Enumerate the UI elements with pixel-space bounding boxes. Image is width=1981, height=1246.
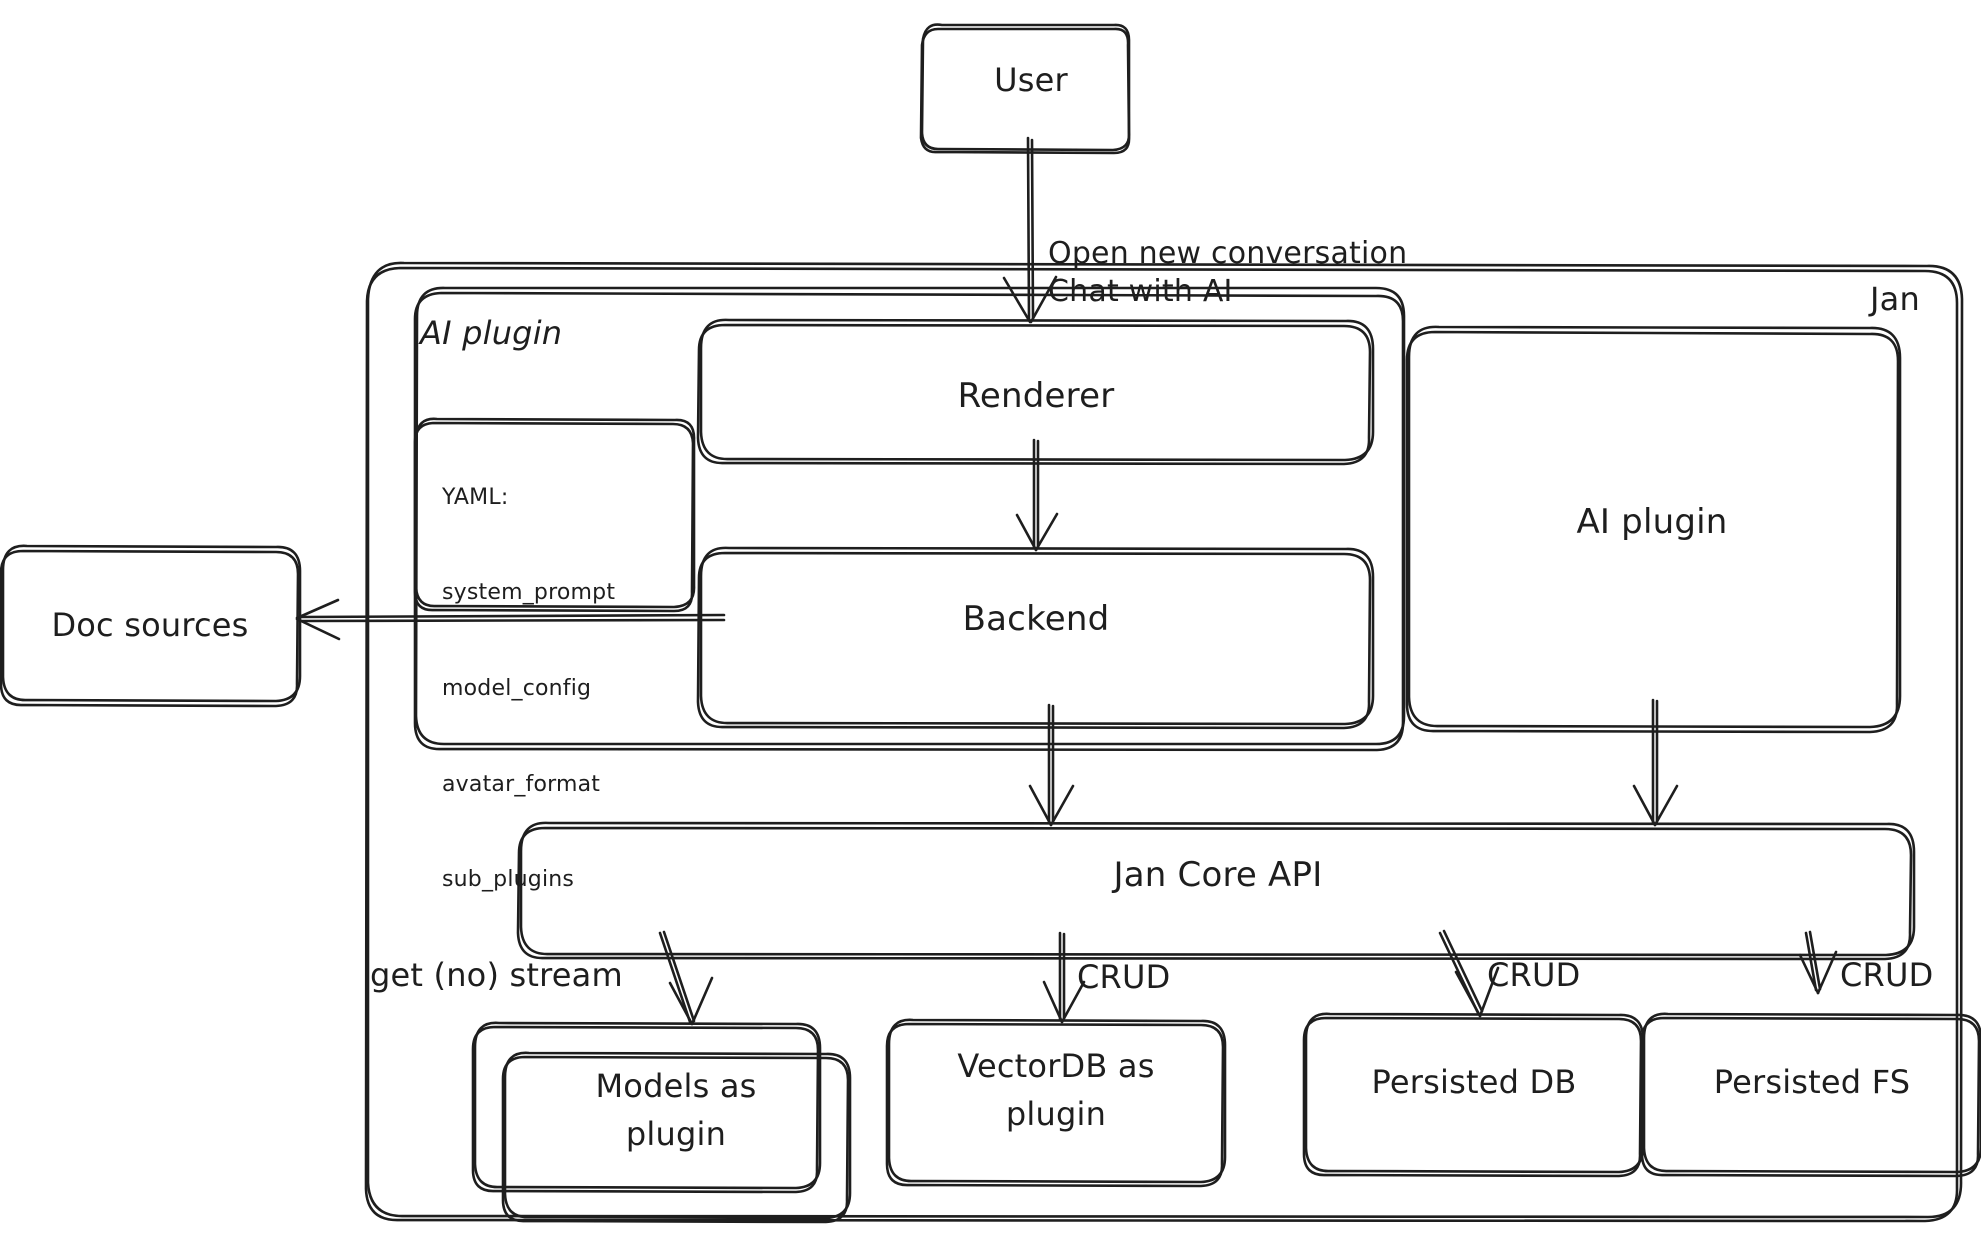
backend-box-shape bbox=[696, 546, 1375, 730]
edge-backend-to-jan-core-api bbox=[1028, 703, 1075, 827]
edge-renderer-to-backend bbox=[1015, 438, 1059, 552]
jan-core-api-shape bbox=[516, 821, 1916, 961]
edge-api-to-persisted-db bbox=[1438, 929, 1500, 1018]
models-plugin-outer-shape bbox=[471, 1021, 822, 1194]
edge-user-to-renderer bbox=[1002, 136, 1058, 324]
edge-backend-to-doc-sources bbox=[295, 598, 726, 641]
edge-api-to-vectordb bbox=[1042, 931, 1086, 1024]
jan-container-shape bbox=[364, 261, 1964, 1223]
persisted-fs-box-shape bbox=[1640, 1012, 1981, 1178]
persisted-db-box-shape bbox=[1302, 1012, 1645, 1178]
vectordb-plugin-box-shape bbox=[885, 1018, 1227, 1188]
yaml-note-shape bbox=[413, 417, 696, 613]
edge-ai-plugin-to-jan-core-api bbox=[1632, 698, 1679, 827]
edge-api-to-models bbox=[658, 930, 714, 1026]
user-box-shape bbox=[919, 23, 1131, 155]
ai-plugin-box-shape bbox=[1405, 325, 1902, 734]
models-plugin-box-shape bbox=[501, 1051, 852, 1224]
edge-api-to-persisted-fs bbox=[1798, 930, 1838, 995]
renderer-box-shape bbox=[696, 318, 1375, 466]
doc-sources-box-shape bbox=[0, 544, 302, 708]
ai-plugin-group-shape bbox=[413, 286, 1406, 752]
